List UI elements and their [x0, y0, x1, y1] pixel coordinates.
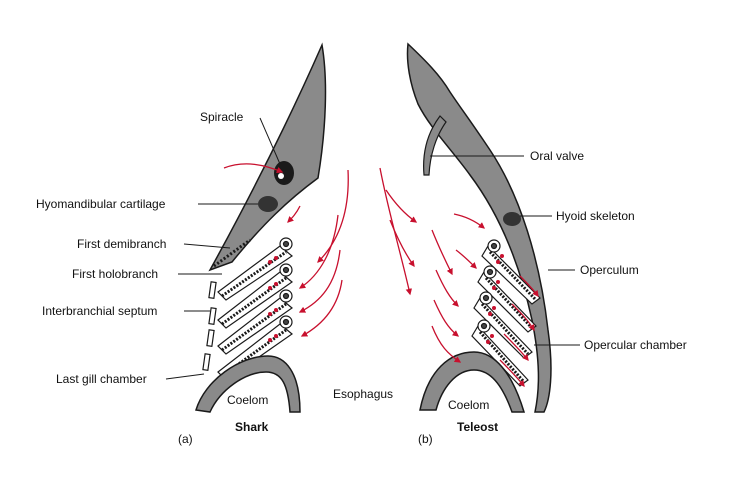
- teleost-water-flow-arrows: [379, 167, 539, 388]
- panel-letter-a: (a): [178, 432, 193, 446]
- label-interbranchial: Interbranchial septum: [42, 304, 157, 318]
- label-hyoid-skeleton: Hyoid skeleton: [556, 209, 635, 223]
- label-first-holobranch: First holobranch: [72, 267, 158, 281]
- shark-coelom-tissue: [195, 355, 301, 413]
- panel-letter-b: (b): [418, 432, 433, 446]
- hyoid-skeleton-icon: [503, 212, 521, 226]
- teleost-panel: Oral valve Hyoid skeleton Operculum Oper…: [379, 42, 687, 446]
- hyomandibular-icon: [258, 196, 278, 212]
- teleost-head-tissue: [406, 42, 552, 413]
- label-shark-coelom: Coelom: [227, 393, 268, 407]
- teleost-gills: [471, 239, 541, 387]
- label-hyomandibular: Hyomandibular cartilage: [36, 197, 166, 211]
- shark-head-tissue: [208, 42, 327, 272]
- oral-valve-tissue: [423, 115, 447, 176]
- label-operculum: Operculum: [580, 263, 639, 277]
- label-esophagus: Esophagus: [333, 387, 393, 401]
- shark-gill-3: [206, 289, 293, 355]
- label-teleost-coelom: Coelom: [448, 398, 489, 412]
- shark-name: Shark: [235, 420, 269, 434]
- label-opercular-chamber: Opercular chamber: [584, 338, 687, 352]
- spiracle-icon: [274, 161, 294, 185]
- teleost-name: Teleost: [457, 420, 498, 434]
- shark-gill-2: [208, 263, 293, 329]
- label-oral-valve: Oral valve: [530, 149, 584, 163]
- shark-panel: Spiracle Hyomandibular cartilage First d…: [36, 42, 349, 446]
- teleost-coelom-tissue: [419, 351, 526, 413]
- label-first-demibranch: First demibranch: [77, 237, 166, 251]
- shark-water-flow-arrows: [223, 163, 349, 337]
- label-last-gill-chamber: Last gill chamber: [56, 372, 147, 386]
- teleost-gill-1: [481, 239, 541, 305]
- shark-gills: [202, 237, 294, 381]
- label-spiracle: Spiracle: [200, 110, 244, 124]
